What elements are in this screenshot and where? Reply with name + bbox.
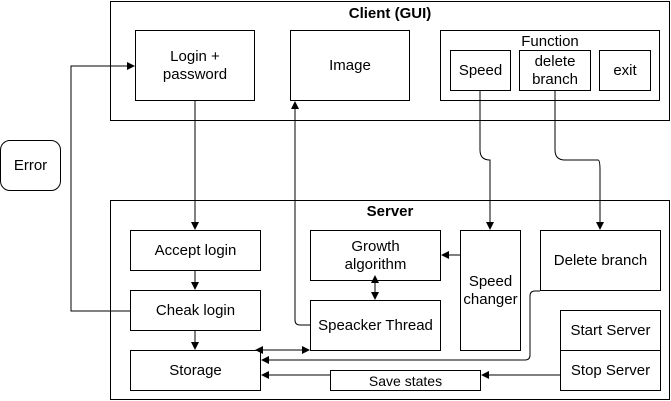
stop-server-label: Stop Server [570,361,651,379]
speaker-thread-label: Speacker Thread [318,316,433,334]
client-group-title: Client (GUI) [348,5,432,22]
login-password-box: Login + password [135,30,255,101]
speed-label: Speed [458,61,503,79]
error-label: Error [13,156,48,174]
speed-changer-box: Speed changer [460,230,521,351]
save-states-box: Save states [330,370,481,391]
storage-box: Storage [130,350,261,391]
check-login-box: Cheak login [130,290,261,331]
exit-box: exit [599,50,651,91]
check-login-label: Cheak login [155,301,236,319]
speaker-to-image-arrow [291,101,310,326]
save-states-label: Save states [368,372,443,389]
function-group: Function [440,30,660,101]
start-server-box: Start Server [560,310,661,351]
accept-login-label: Accept login [154,241,237,259]
delete-branch-server-label: Delete branch [553,251,648,269]
growth-algorithm-label: Growth algorithm [344,237,407,273]
storage-label: Storage [169,361,222,379]
speed-box: Speed [450,50,511,91]
server-group: Server [110,200,670,400]
delete-branch-function-label: delete branch [532,52,578,88]
speed-to-changer-arrow [479,91,494,230]
speed-changer-label: Speed changer [463,272,518,308]
error-box: Error [0,140,61,191]
delete-function-to-server-arrow [554,91,604,230]
client-group: Client (GUI) [110,1,670,121]
delete-branch-server-box: Delete branch [540,230,661,291]
start-server-label: Start Server [570,321,651,339]
stop-server-box: Stop Server [560,350,661,391]
image-label: Image [329,56,371,74]
function-group-title: Function [521,33,579,50]
growth-algorithm-box: Growth algorithm [310,230,441,281]
image-box: Image [290,30,410,101]
delete-branch-function-box: delete branch [519,50,591,91]
server-group-title: Server [366,203,414,220]
speaker-thread-box: Speacker Thread [310,300,441,351]
exit-label: exit [613,61,637,79]
login-password-label: Login + password [162,47,228,83]
check-to-login-arrow [70,62,135,312]
delete-branch-to-storage-arrow [261,290,540,364]
accept-login-box: Accept login [130,230,261,271]
